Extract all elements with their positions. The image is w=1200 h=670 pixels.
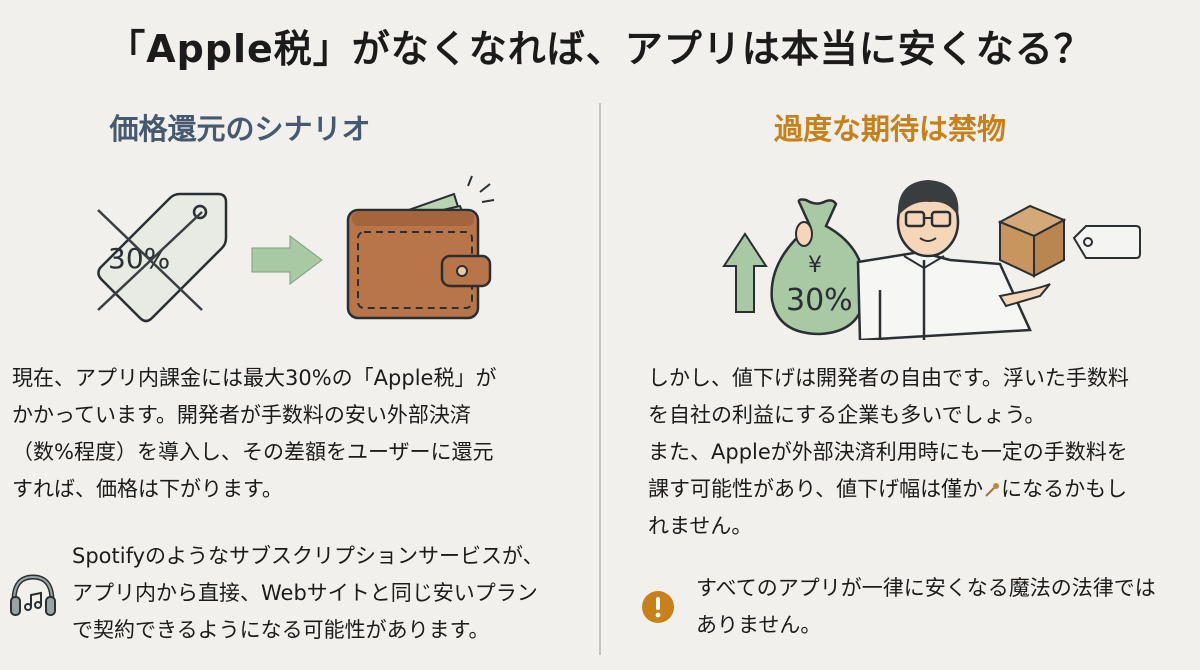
cardboard-box-icon <box>997 204 1067 278</box>
right-arrow-icon <box>251 235 323 285</box>
left-note-text: Spotifyのようなサブスクリプションサービスが、 アプリ内から直接、Webサ… <box>72 544 544 642</box>
wallet-with-cash-icon <box>346 175 495 320</box>
crossed-price-tag-icon: 30% <box>97 192 228 323</box>
right-heading: 過度な期待は禁物 <box>773 112 1006 146</box>
left-note: Spotifyのようなサブスクリプションサービスが、 アプリ内から直接、Webサ… <box>8 538 588 649</box>
right-body-text: しかし、値下げは開発者の自由です。浮いた手数料 を自社の利益にする企業も多いでし… <box>648 360 1188 545</box>
right-column: 過度な期待は禁物 ¥ 30% <box>600 0 1200 670</box>
right-body-part2: になるかもし れません。 <box>648 477 1128 538</box>
column-divider <box>599 103 601 655</box>
svg-text:30%: 30% <box>786 283 853 318</box>
pin-icon <box>985 483 1000 497</box>
developer-person-icon <box>856 180 1051 340</box>
left-column: 価格還元のシナリオ 30% 現在、アプリ内課金には最大30%の「Ap <box>8 112 588 649</box>
page-title: 「Apple税」がなくなれば、アプリは本当に安くなる？ <box>107 27 1093 71</box>
right-note-text: すべてのアプリが一律に安くなる魔法の法律では ありません。 <box>696 576 1156 637</box>
money-bag-icon: ¥ 30% <box>770 198 866 336</box>
left-body-text: 現在、アプリ内課金には最大30%の「Apple税」が かかっています。開発者が手… <box>12 366 497 501</box>
left-heading: 価格還元のシナリオ <box>109 112 371 146</box>
blank-price-tag-icon <box>1072 225 1141 259</box>
developer-profit-illustration: ¥ 30% <box>722 180 1141 340</box>
svg-text:¥: ¥ <box>808 253 822 278</box>
right-note: すべてのアプリが一律に安くなる魔法の法律では ありません。 <box>640 570 1190 644</box>
up-arrow-icon <box>722 232 768 313</box>
headphones-icon <box>8 569 58 619</box>
price-return-illustration: 30% <box>97 175 495 323</box>
right-body-part1: しかし、値下げは開発者の自由です。浮いた手数料 を自社の利益にする企業も多いでし… <box>648 366 1129 501</box>
warning-icon <box>640 589 676 625</box>
